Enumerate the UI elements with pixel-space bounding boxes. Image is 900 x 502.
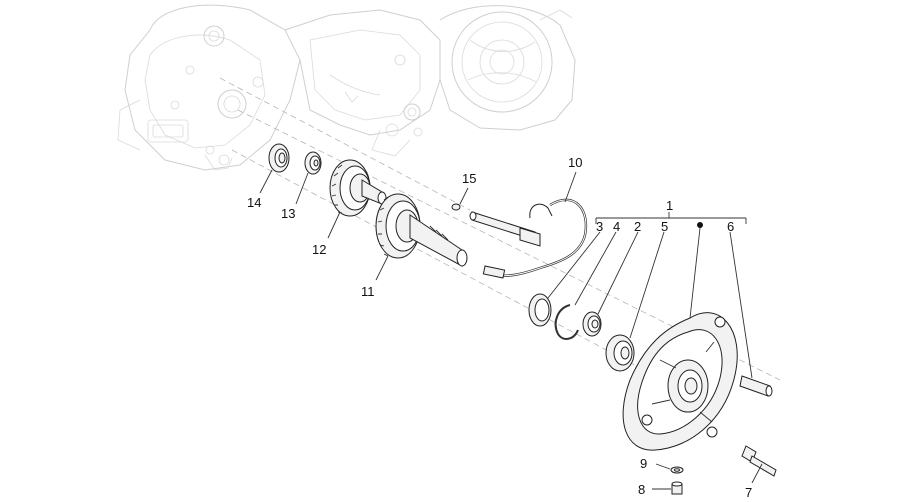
group-1-bracket (595, 212, 747, 224)
callout-11: 11 (361, 284, 375, 299)
part-14-bearing (259, 143, 290, 194)
callout-5: 5 (661, 219, 668, 234)
callout-14: 14 (247, 195, 261, 210)
callout-labels: 1 2 3 4 5 6 7 8 9 10 11 12 13 14 15 (247, 155, 752, 500)
part-13-bearing (295, 151, 322, 205)
part-15-clip (451, 187, 469, 211)
part-10-speedometer-cable (482, 171, 588, 279)
callout-7: 7 (745, 485, 752, 500)
part-8-screw (652, 481, 683, 495)
transmission-cover (622, 222, 738, 451)
callout-9: 9 (640, 456, 647, 471)
part-2-bearing (582, 231, 639, 337)
callout-13: 13 (281, 206, 295, 221)
part-11-output-shaft-gear (375, 193, 468, 281)
speedometer-drive-shaft (469, 211, 541, 247)
part-7-bolt (741, 445, 777, 484)
part-12-intermediate-gear (327, 159, 387, 239)
part-5-bearing (605, 231, 665, 372)
engine-casing-outline (117, 4, 576, 171)
part-6-dowel-pin (729, 231, 773, 397)
callout-8: 8 (638, 482, 645, 497)
callout-4: 4 (613, 219, 620, 234)
callout-12: 12 (312, 242, 326, 257)
callout-1: 1 (666, 198, 673, 213)
part-3-oil-seal (528, 231, 601, 327)
callout-10: 10 (568, 155, 582, 170)
callout-2: 2 (634, 219, 641, 234)
callout-15: 15 (462, 171, 476, 186)
callout-6: 6 (727, 219, 734, 234)
callout-3: 3 (596, 219, 603, 234)
part-4-circlip (554, 231, 617, 340)
part-9-washer (655, 463, 684, 474)
